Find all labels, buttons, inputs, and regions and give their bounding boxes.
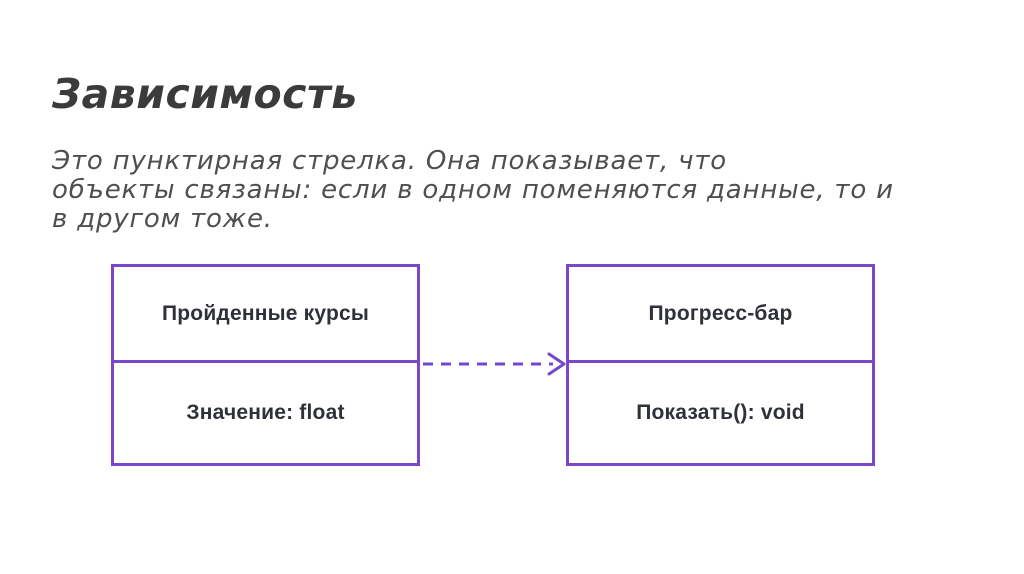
uml-class-box-left: Пройденные курсы Значение: float (111, 264, 420, 466)
class-member-label: Показать(): void (636, 401, 805, 424)
dependency-dashed-arrow-icon (423, 352, 566, 376)
description-line: объекты связаны: если в одном поменяются… (52, 175, 894, 205)
page-title: Зависимость (52, 70, 358, 118)
class-name-label: Прогресс-бар (569, 267, 872, 363)
uml-class-box-right: Прогресс-бар Показать(): void (566, 264, 875, 466)
description-line: Это пунктирная стрелка. Она показывает, … (52, 146, 727, 176)
description-line: в другом тоже. (52, 204, 273, 234)
class-name-label: Пройденные курсы (114, 267, 417, 363)
slide-description: Это пунктирная стрелка. Она показывает, … (52, 147, 894, 234)
class-member-label: Значение: float (186, 401, 345, 424)
